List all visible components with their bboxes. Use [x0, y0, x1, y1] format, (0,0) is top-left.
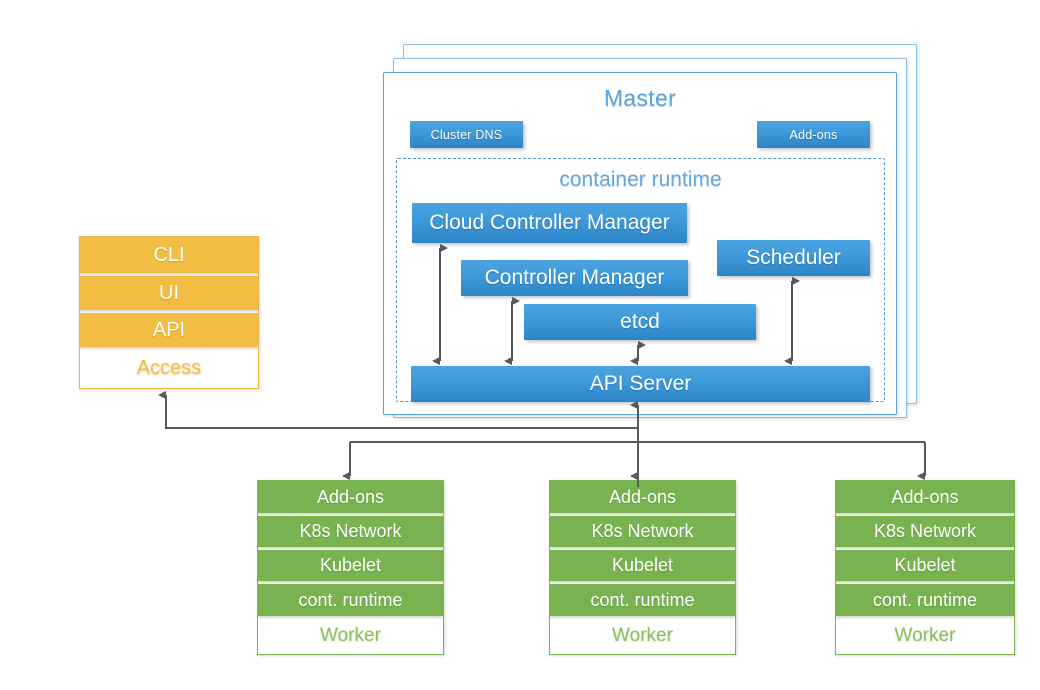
scheduler-box[interactable]: Scheduler	[717, 240, 870, 276]
worker-layer-k8s-network[interactable]: K8s Network	[550, 516, 735, 547]
worker-label: Worker	[894, 625, 956, 646]
master-title: Master	[603, 85, 677, 111]
worker-layer-cont-runtime[interactable]: cont. runtime	[836, 584, 1014, 616]
container-runtime-title: container runtime	[559, 168, 722, 191]
worker-node-1[interactable]: Add-ons K8s Network Kubelet cont. runtim…	[257, 480, 444, 655]
worker-layer-kubelet[interactable]: Kubelet	[550, 550, 735, 581]
access-layer-ui[interactable]: UI	[80, 276, 258, 310]
worker-layer-addons[interactable]: Add-ons	[258, 481, 443, 513]
worker-layer-addons[interactable]: Add-ons	[836, 481, 1014, 513]
worker-layer-k8s-network[interactable]: K8s Network	[258, 516, 443, 547]
etcd-box[interactable]: etcd	[524, 304, 756, 340]
worker-layer-addons[interactable]: Add-ons	[550, 481, 735, 513]
worker-layer-cont-runtime[interactable]: cont. runtime	[258, 584, 443, 616]
master-addons-box[interactable]: Add-ons	[757, 121, 870, 148]
worker-node-3[interactable]: Add-ons K8s Network Kubelet cont. runtim…	[835, 480, 1015, 655]
access-layer-api[interactable]: API	[80, 313, 258, 347]
access-panel[interactable]: CLI UI API Access	[79, 236, 259, 389]
controller-manager-box[interactable]: Controller Manager	[461, 260, 688, 296]
worker-layer-kubelet[interactable]: Kubelet	[836, 550, 1014, 581]
worker-layer-cont-runtime[interactable]: cont. runtime	[550, 584, 735, 616]
worker-layer-k8s-network[interactable]: K8s Network	[836, 516, 1014, 547]
cloud-controller-manager-box[interactable]: Cloud Controller Manager	[412, 203, 687, 243]
worker-node-2[interactable]: Add-ons K8s Network Kubelet cont. runtim…	[549, 480, 736, 655]
cluster-dns-box[interactable]: Cluster DNS	[410, 121, 523, 148]
worker-label: Worker	[612, 625, 673, 646]
api-server-box[interactable]: API Server	[411, 366, 870, 402]
access-layer-cli[interactable]: CLI	[80, 237, 258, 273]
worker-label: Worker	[320, 625, 381, 646]
worker-layer-kubelet[interactable]: Kubelet	[258, 550, 443, 581]
access-label: Access	[136, 357, 202, 379]
